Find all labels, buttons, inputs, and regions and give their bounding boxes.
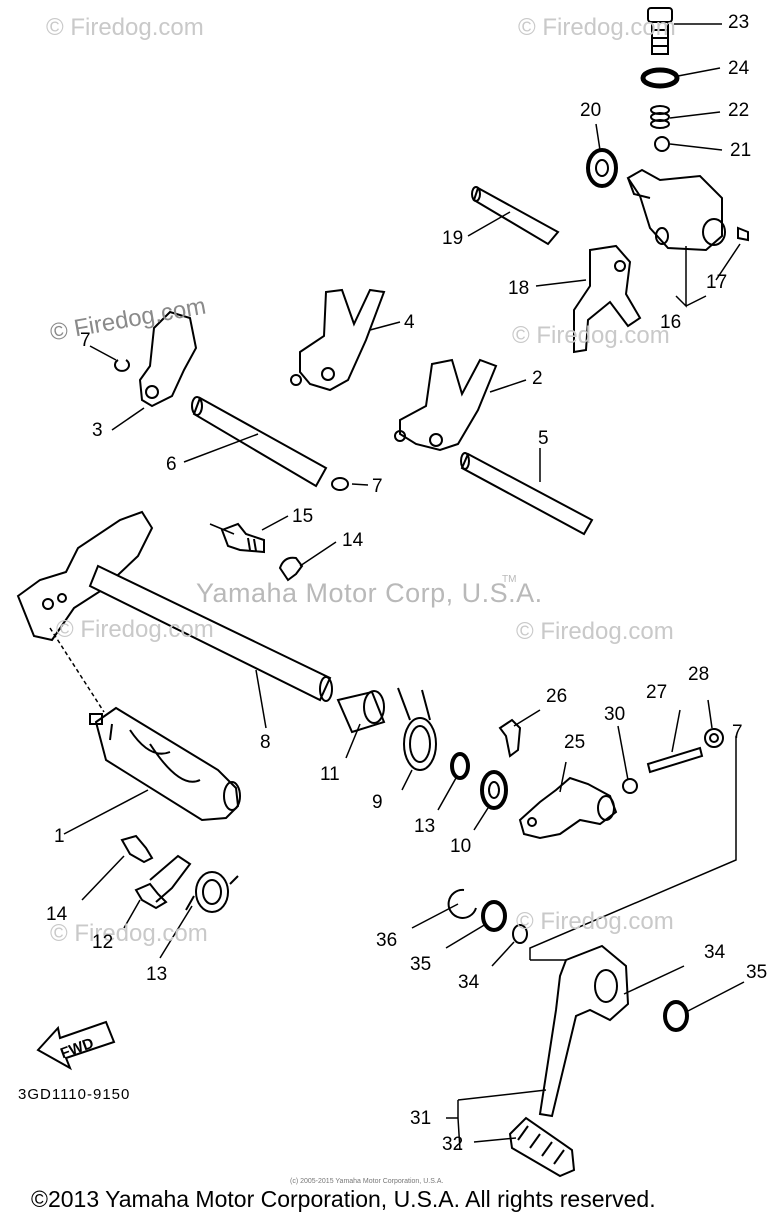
part-6-shaft: [191, 396, 328, 488]
callout-29: 27: [646, 682, 668, 703]
callout-36: 36: [376, 930, 398, 951]
part-14-spring: [185, 871, 239, 913]
callout-31: 30: [604, 704, 626, 725]
part-17-stopper: [278, 556, 304, 582]
part-36-circlip: [447, 888, 477, 919]
trademark-mark: TM: [502, 574, 517, 585]
part-number: 3GD1110-9150: [18, 1086, 131, 1103]
part-35-washer: [663, 1000, 689, 1032]
callout-26: 24: [728, 58, 750, 79]
part-18-segment: [626, 168, 726, 252]
callout-18: 16: [660, 312, 682, 333]
part-10-bearing: [480, 770, 508, 810]
part-27-lever: [518, 776, 618, 840]
part-25-bolt: [647, 7, 673, 55]
part-28-bolt: [498, 718, 522, 758]
part-16-bolt: [220, 522, 265, 554]
callout-13: 12: [92, 932, 114, 953]
watermark: © Firedog.com: [56, 616, 214, 643]
watermark: © Firedog.com: [46, 14, 204, 41]
part-8-shift-shaft: [16, 510, 333, 702]
callout-34-left: 34: [458, 972, 480, 993]
callout-24: 22: [728, 100, 750, 121]
part-2-fork: [394, 358, 498, 452]
part-21-shaft: [471, 186, 560, 246]
callout-27: 25: [564, 732, 586, 753]
part-34-oring: [512, 924, 528, 944]
part-5-shaft: [460, 452, 594, 536]
part-7-clip: [114, 359, 130, 372]
part-7-clip: [331, 477, 349, 491]
callout-3: 3: [92, 420, 103, 441]
part-24-spring: [650, 105, 670, 129]
part-31-nut: [622, 778, 638, 794]
part-1-shift-drum: [89, 706, 241, 822]
callout-28: 26: [546, 686, 568, 707]
callout-8: 8: [260, 732, 271, 753]
callout-20: 18: [508, 278, 530, 299]
callout-19: 17: [706, 272, 728, 293]
callout-25: 23: [728, 12, 750, 33]
watermark: © Firedog.com: [512, 322, 670, 349]
callout-22: 20: [580, 100, 602, 121]
part-19-pin: [737, 226, 749, 242]
callout-14: 13: [146, 964, 168, 985]
watermark: © Firedog.com: [518, 14, 676, 41]
callout-7-right: 7: [372, 476, 383, 497]
part-15-bolt: [120, 834, 154, 864]
callout-10: 10: [450, 836, 472, 857]
callout-34-right: 34: [704, 942, 726, 963]
stopper-lever: [149, 854, 192, 903]
part-4-fork: [290, 288, 386, 392]
callout-1: 1: [54, 826, 65, 847]
callout-33: 32: [442, 1134, 464, 1155]
callout-9: 9: [372, 792, 383, 813]
part-33-pedal-rubber: [508, 1116, 576, 1178]
watermark: © Firedog.com: [50, 920, 208, 947]
callout-2: 2: [532, 368, 543, 389]
part-12-collar: [336, 690, 386, 734]
fwd-arrow: [36, 1020, 116, 1071]
part-20-fork: [573, 244, 642, 354]
callout-35-right: 35: [746, 962, 768, 983]
small-copyright: (c) 2005-2015 Yamaha Motor Corporation, …: [290, 1178, 444, 1185]
part-23-ball: [654, 136, 670, 152]
callout-17: 14: [342, 530, 364, 551]
part-3-fork: [138, 310, 198, 408]
callout-16: 15: [292, 506, 314, 527]
watermark: © Firedog.com: [516, 618, 674, 645]
leader-lines: [49, 23, 745, 1151]
callout-15: 14: [46, 904, 68, 925]
part-29-rod: [646, 746, 704, 774]
part-9-spring: [397, 687, 437, 771]
part-35-washer: [481, 900, 507, 932]
part-13-bolt: [134, 882, 168, 910]
callout-12: 11: [320, 764, 340, 785]
part-26-washer: [640, 67, 680, 89]
part-32-shift-pedal: [538, 944, 630, 1118]
callout-6: 6: [166, 454, 177, 475]
callout-23: 21: [730, 140, 752, 161]
callout-5: 5: [538, 428, 549, 449]
part-11-washer: [450, 752, 470, 780]
callout-4: 4: [404, 312, 415, 333]
callout-30: 28: [688, 664, 710, 685]
callout-35-left: 35: [410, 954, 432, 975]
corp-watermark: Yamaha Motor Corp, U.S.A.: [196, 578, 543, 608]
callout-32: 31: [410, 1108, 432, 1129]
watermark: © Firedog.com: [516, 908, 674, 935]
callout-7-left: 7: [80, 330, 91, 351]
callout-7-far-right: 7: [732, 722, 743, 743]
part-22-bearing: [586, 148, 618, 188]
callout-21: 19: [442, 228, 464, 249]
part-30-nut: [704, 728, 724, 748]
callout-11: 13: [414, 816, 436, 837]
